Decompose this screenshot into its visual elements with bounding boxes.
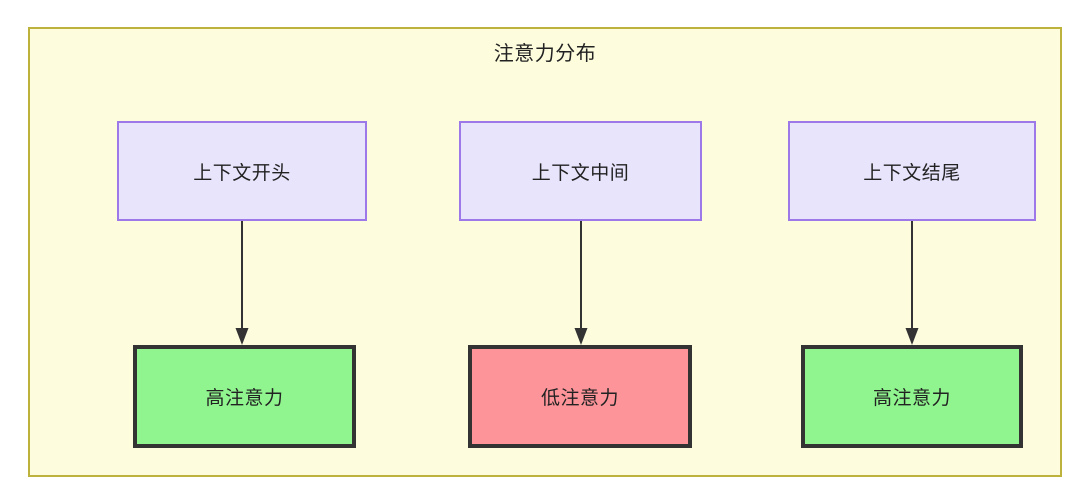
connector-arrow-middle xyxy=(573,221,589,345)
node-attention-middle[interactable]: 低注意力 xyxy=(468,345,692,448)
node-context-start[interactable]: 上下文开头 xyxy=(117,121,367,221)
node-context-end[interactable]: 上下文结尾 xyxy=(788,121,1036,221)
connector-arrow-end xyxy=(904,221,920,345)
diagram-title: 注意力分布 xyxy=(493,43,597,65)
node-attention-end[interactable]: 高注意力 xyxy=(801,345,1023,448)
node-attention-start[interactable]: 高注意力 xyxy=(133,345,356,448)
diagram-frame: 注意力分布 上下文开头 上下文中间 上下文结尾 高注意力 低注 xyxy=(28,27,1062,477)
node-context-middle[interactable]: 上下文中间 xyxy=(459,121,702,221)
connector-arrow-start xyxy=(234,221,250,345)
